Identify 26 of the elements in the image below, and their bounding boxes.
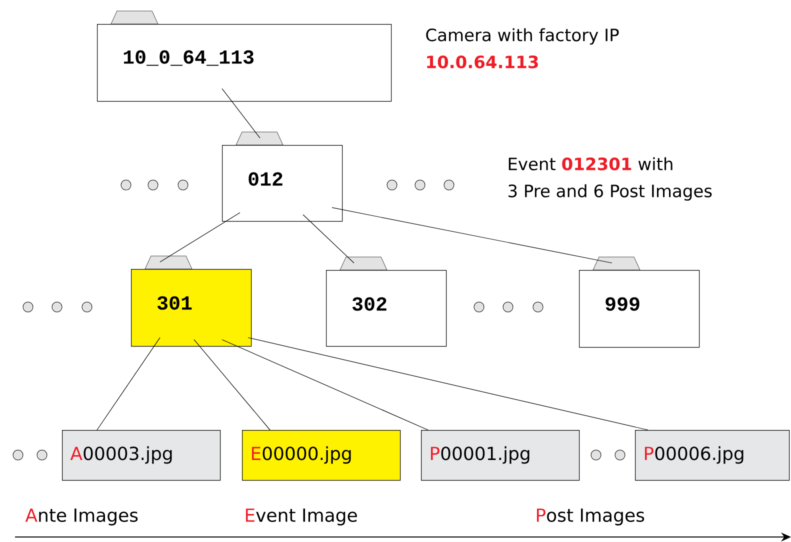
annotation-text: Event 012301 with 3 Pre and 6 Post Images [508, 157, 712, 201]
file-box: P00001.jpg [421, 430, 580, 481]
connector-line [160, 212, 240, 262]
connector-line [332, 207, 612, 264]
annotation-text: Camera with factory IP 10.0.64.113 [426, 28, 619, 68]
file-box: E00000.jpg [242, 430, 401, 481]
label: 3 Pre and 6 Post Images [508, 184, 712, 201]
file-box: P00006.jpg [635, 430, 790, 481]
label: with [638, 157, 672, 170]
timeline-label: Event Image [246, 508, 357, 526]
file-box: A00003.jpg [62, 430, 221, 481]
connector-line [194, 339, 270, 430]
timeline-label: Post Images [536, 508, 644, 526]
connector-line [96, 337, 160, 430]
connector-line [222, 88, 260, 138]
folder-box: 10_0_64_113 [97, 10, 392, 102]
folder-box: 999 [579, 256, 700, 348]
connector-line [302, 214, 354, 264]
label: Event [508, 158, 556, 170]
connector-line [248, 337, 648, 430]
folder-box: 302 [326, 256, 447, 347]
folder-box: 012 [222, 132, 343, 222]
connector-line [222, 339, 428, 430]
timeline-label: Ante Images [25, 508, 138, 526]
label: 012301 [562, 157, 632, 170]
folder-box: 301 [131, 256, 252, 347]
